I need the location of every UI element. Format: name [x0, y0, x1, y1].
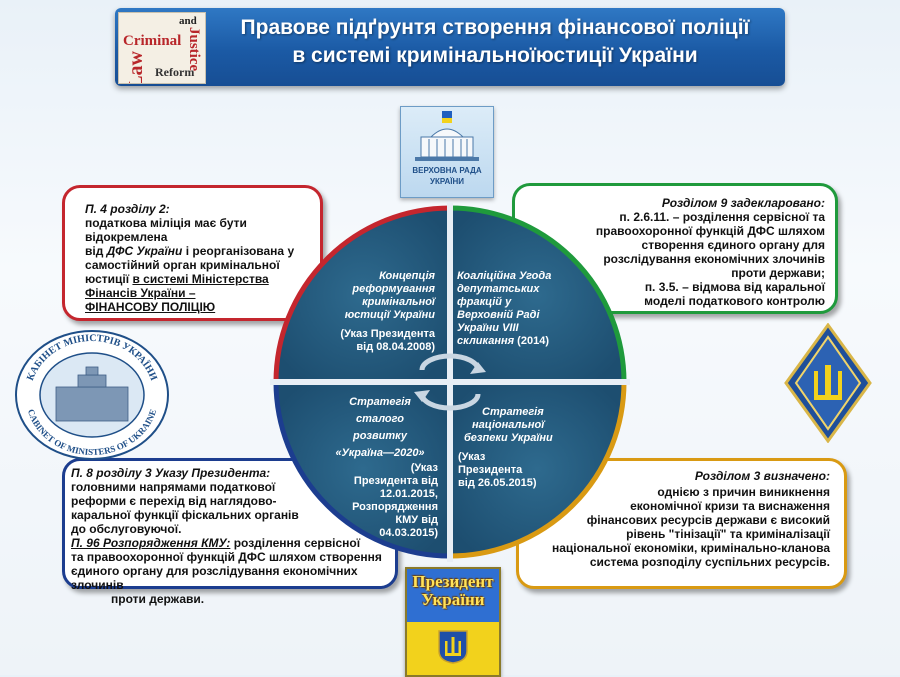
box-tl-line: від ДФС України і реорганізована у: [85, 244, 295, 258]
criminal-justice-logo: Criminal and Justice Law Reform: [118, 12, 206, 84]
box-br-line: система розподілу суспільних ресурсів.: [589, 555, 830, 569]
box-br-line: рівень "тінізації" та криміналізації: [626, 527, 830, 541]
rada-label: ВЕРХОВНА РАДА УКРАЇНИ: [412, 166, 482, 186]
president-emblem: Президент України: [405, 567, 501, 677]
title-line-1: Правове підґрунтя створення фінансової п…: [240, 16, 750, 39]
quadrant-bl-note: 12.01.2015,: [379, 488, 438, 500]
box-bl-line: головними напрямами податкової: [71, 480, 276, 494]
quadrant-bl-note: (Указ: [410, 462, 438, 474]
quadrant-bl-note: Президента від: [353, 475, 438, 487]
government-building-icon: [55, 366, 129, 422]
box-tl-line: юстиції в системі Міністерства: [85, 272, 269, 286]
quadrant-top-right: [447, 205, 627, 385]
box-br-line: однією з причин виникнення: [657, 485, 830, 499]
trident-icon: [814, 365, 842, 400]
nsdc-emblem: [784, 323, 872, 443]
title-line-2: в системі кримінальноїюстиції України: [292, 44, 698, 67]
quadrant-bl-note: 04.03.2015): [379, 527, 438, 539]
quadrant-tl-text: Концепція реформування кримінальної юсти…: [340, 270, 435, 353]
box-bl-heading: П. 8 розділу 3 Указу Президента:: [71, 466, 271, 480]
quadrant-br-text: Стратегія національної безпеки України (…: [458, 406, 553, 489]
box-bl-line: та правоохоронної функцій ДФС шляхом ств…: [71, 550, 382, 564]
box-tl-line: Фінансів України –: [85, 286, 196, 300]
quadrant-bl-note: КМУ від: [395, 514, 438, 526]
box-tr-line: створення єдиного органу для: [641, 238, 825, 252]
quadrant-bottom-right: [447, 379, 627, 559]
verkhovna-rada-emblem: ВЕРХОВНА РАДА УКРАЇНИ: [400, 106, 494, 198]
box-tr-line: розслідування економічних злочинів: [603, 252, 825, 266]
box-br-line: національної економіки, кримінально-клан…: [551, 541, 830, 555]
box-bl-line: реформи є перехід від наглядово-: [71, 494, 277, 508]
box-tl-line: податкова міліція має бути відокремлена: [85, 216, 247, 244]
box-br-heading: Розділом 3 визначено:: [694, 469, 830, 483]
box-br-line: фінансових ресурсів держави є високий: [586, 513, 830, 527]
cabinet-of-ministers-seal: КАБІНЕТ МІНІСТРІВ УКРАЇНИ CABINET OF MIN…: [15, 330, 169, 460]
box-tl-heading: П. 4 розділу 2:: [85, 202, 170, 216]
box-tl-line: ФІНАНСОВУ ПОЛІЦІЮ: [85, 300, 216, 314]
quadrant-tr-text: Коаліційна Угода депутатських фракцій у …: [457, 270, 552, 347]
box-bl-line: П. 96 Розпорядження КМУ: розділення серв…: [71, 536, 361, 550]
box-bl-line: каральної функції фіскальних органів: [71, 508, 299, 522]
quadrant-bl-note: Розпорядження: [352, 501, 438, 513]
president-label: Президент України: [412, 572, 494, 609]
box-tr-line: п. 3.5. – відмова від каральної: [644, 280, 825, 294]
box-tr-line: п. 2.6.11. – розділення сервісної та: [619, 210, 825, 224]
box-bl-line: до обслуговуючої.: [71, 522, 182, 536]
quadrant-top-left: [273, 205, 453, 385]
box-bl-line: єдиного органу для розслідування економі…: [71, 564, 358, 592]
page-title: Правове підґрунтя створення фінансової п…: [215, 14, 775, 70]
coat-of-arms-icon: [438, 630, 468, 664]
central-circle-diagram: [270, 202, 630, 562]
box-bl-line: проти держави.: [111, 592, 205, 606]
box-br-line: економічної кризи та виснаження: [630, 499, 830, 513]
box-tr-heading: Розділом 9 задекларовано:: [661, 196, 825, 210]
quadrant-bottom-left: [273, 379, 453, 559]
title-banner: [115, 8, 785, 86]
box-tr-line: проти держави;: [731, 266, 825, 280]
box-tr-line: моделі податкового контролю: [644, 294, 825, 308]
box-tr-line: правоохоронної функцій ДФС шляхом: [595, 224, 825, 238]
box-tl-line: самостійний орган кримінальної: [85, 258, 280, 272]
quadrant-bl-text: Стратегія сталого розвитку «Україна—2020…: [335, 396, 425, 459]
box-tax-reform-section-2: П. 4 розділу 2: податкова міліція має бу…: [62, 185, 323, 321]
cycle-arrows-icon: [419, 353, 481, 411]
parliament-building-icon: [415, 111, 479, 161]
